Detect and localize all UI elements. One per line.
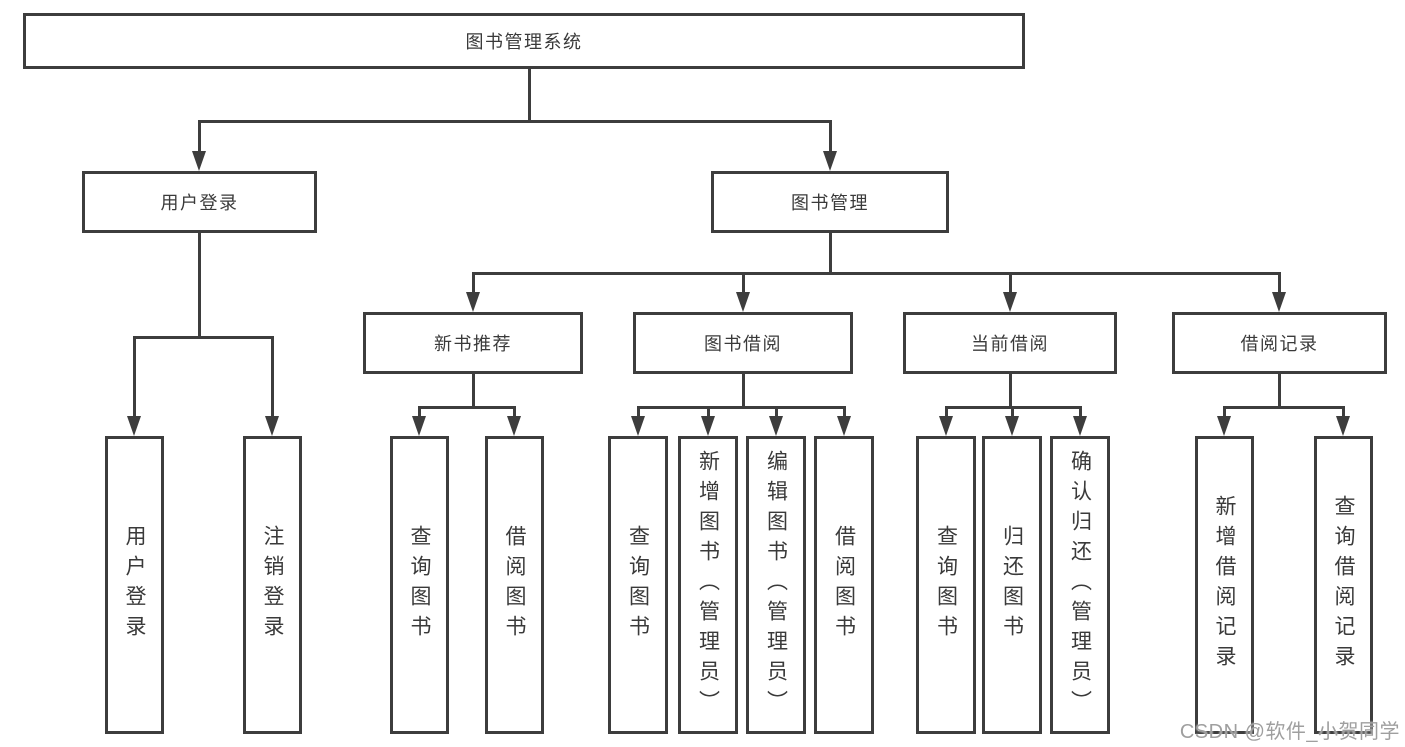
arrowhead-icon — [465, 292, 480, 312]
connector-line — [471, 374, 475, 406]
connector-line — [271, 336, 274, 416]
connector-line — [471, 272, 475, 292]
node-library-management-system: 图书管理系统 — [23, 13, 1025, 69]
connector-line — [198, 233, 201, 336]
connector-line — [198, 120, 832, 123]
node-label: 查询图书 — [408, 525, 431, 645]
connector-line — [418, 406, 421, 416]
node-book-management-branch: 图书管理 — [711, 171, 949, 233]
arrowhead-icon — [1336, 416, 1350, 436]
connector-line — [471, 272, 1281, 275]
arrowhead-icon — [412, 416, 426, 436]
arrowhead-icon — [507, 416, 521, 436]
node-current-borrow: 当前借阅 — [903, 312, 1117, 374]
arrowhead-icon — [700, 416, 715, 436]
connector-line — [636, 406, 846, 409]
node-label: 查询图书 — [626, 525, 650, 645]
connector-line — [741, 374, 745, 406]
node-label: 借阅图书 — [503, 525, 526, 645]
connector-line — [133, 336, 136, 416]
connector-line — [1223, 406, 1226, 416]
leaf-borrow-books-recommend: 借阅图书 — [485, 436, 544, 734]
connector-line — [828, 233, 832, 272]
leaf-borrow-books: 借阅图书 — [814, 436, 874, 734]
connector-line — [418, 406, 516, 409]
arrowhead-icon — [1217, 416, 1231, 436]
arrowhead-icon — [735, 292, 750, 312]
node-label: 新增借阅记录 — [1213, 495, 1236, 675]
node-label: 图书管理系统 — [465, 32, 583, 52]
leaf-query-books-current: 查询图书 — [916, 436, 976, 734]
node-label: 查询图书 — [934, 525, 958, 645]
connector-line — [828, 120, 832, 151]
arrowhead-icon — [938, 416, 953, 436]
arrowhead-icon — [822, 151, 837, 171]
connector-line — [198, 120, 201, 151]
node-label: 当前借阅 — [971, 334, 1049, 354]
node-user-login-branch: 用户登录 — [82, 171, 317, 233]
node-label: 查询借阅记录 — [1332, 495, 1355, 675]
connector-line — [1278, 374, 1281, 406]
node-label: 新增图书（管理员） — [696, 450, 720, 720]
connector-line — [741, 272, 745, 292]
node-label: 注销登录 — [261, 525, 284, 645]
node-label: 图书借阅 — [704, 334, 782, 354]
leaf-add-books-admin: 新增图书（管理员） — [678, 436, 738, 734]
arrowhead-icon — [265, 416, 279, 436]
connector-line — [1342, 406, 1345, 416]
connector-line — [842, 406, 846, 416]
arrowhead-icon — [836, 416, 851, 436]
connector-line — [133, 336, 274, 339]
csdn-watermark: CSDN @软件_小贺同学 — [1179, 721, 1400, 743]
connector-line — [1223, 406, 1345, 409]
connector-line — [1010, 406, 1014, 416]
node-label: 新书推荐 — [434, 334, 512, 354]
connector-line — [1278, 272, 1281, 292]
connector-line — [527, 69, 531, 120]
connector-line — [636, 406, 640, 416]
node-label: 用户登录 — [160, 193, 239, 213]
node-label: 编辑图书（管理员） — [764, 450, 788, 720]
leaf-query-borrow-record: 查询借阅记录 — [1314, 436, 1373, 734]
connector-line — [513, 406, 516, 416]
leaf-confirm-return-admin: 确认归还（管理员） — [1050, 436, 1110, 734]
connector-line — [1008, 272, 1012, 292]
leaf-return-books: 归还图书 — [982, 436, 1042, 734]
arrowhead-icon — [1002, 292, 1017, 312]
connector-line — [706, 406, 710, 416]
node-book-borrow: 图书借阅 — [633, 312, 853, 374]
node-label: 图书管理 — [791, 193, 869, 213]
node-new-book-recommend: 新书推荐 — [363, 312, 583, 374]
arrowhead-icon — [1272, 292, 1286, 312]
node-label: 借阅记录 — [1240, 334, 1319, 354]
leaf-edit-books-admin: 编辑图书（管理员） — [746, 436, 806, 734]
leaf-query-books-borrow: 查询图书 — [608, 436, 668, 734]
leaf-query-books-recommend: 查询图书 — [390, 436, 449, 734]
leaf-logout: 注销登录 — [243, 436, 302, 734]
connector-line — [1078, 406, 1082, 416]
node-label: 确认归还（管理员） — [1068, 450, 1092, 720]
node-label: 用户登录 — [123, 525, 146, 645]
node-borrow-records: 借阅记录 — [1172, 312, 1387, 374]
connector-line — [944, 406, 948, 416]
arrowhead-icon — [768, 416, 783, 436]
node-label: 借阅图书 — [832, 525, 856, 645]
arrowhead-icon — [127, 416, 141, 436]
node-label: 归还图书 — [1000, 525, 1024, 645]
leaf-user-login: 用户登录 — [105, 436, 164, 734]
connector-line — [774, 406, 778, 416]
arrowhead-icon — [1004, 416, 1019, 436]
leaf-add-borrow-record: 新增借阅记录 — [1195, 436, 1254, 734]
connector-line — [1008, 374, 1012, 406]
arrowhead-icon — [1072, 416, 1087, 436]
arrowhead-icon — [630, 416, 645, 436]
arrowhead-icon — [192, 151, 206, 171]
